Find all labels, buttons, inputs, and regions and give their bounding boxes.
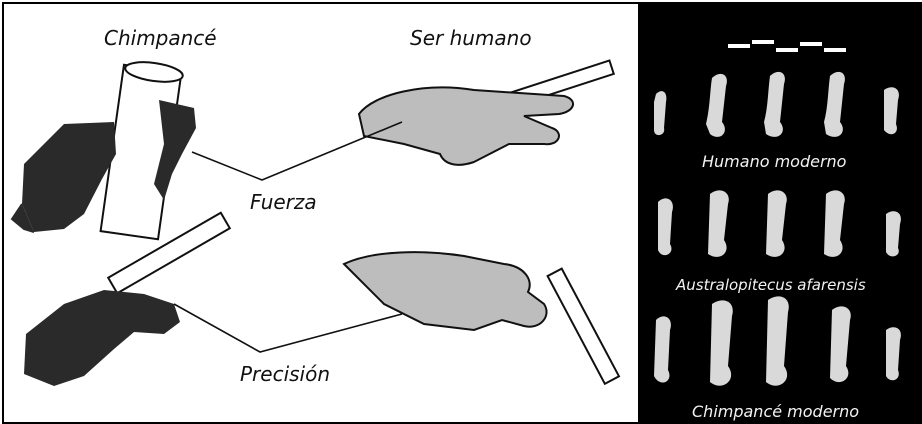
chimp-precision-grip-drawing bbox=[24, 213, 230, 386]
chimp-hand-precision bbox=[24, 290, 180, 386]
bones-row-australopitecus bbox=[658, 190, 901, 257]
bones-row-chimpance-moderno bbox=[654, 296, 901, 385]
label-humano-moderno: Humano moderno bbox=[702, 152, 846, 171]
label-precision: Precisión bbox=[240, 362, 330, 386]
bones-row-humano-moderno bbox=[654, 72, 899, 137]
label-australopitecus-afarensis: Australopitecus afarensis bbox=[676, 276, 866, 294]
bone-drawings bbox=[640, 4, 920, 422]
label-chimpance-moderno: Chimpancé moderno bbox=[692, 402, 859, 421]
label-ser-humano: Ser humano bbox=[410, 26, 532, 50]
precision-pointer-lines bbox=[174, 304, 402, 352]
scale-bar bbox=[728, 40, 846, 52]
human-hand-precision bbox=[344, 252, 547, 330]
label-chimpance: Chimpancé bbox=[104, 26, 217, 50]
label-fuerza: Fuerza bbox=[250, 190, 317, 214]
hand-drawings bbox=[4, 4, 640, 422]
diagonal-stick bbox=[548, 269, 619, 384]
hand-grip-illustration: Chimpancé Ser humano Fuerza Precisión bbox=[4, 4, 640, 422]
bone-comparison-photo: Humano moderno Australopitecus afarensis… bbox=[640, 4, 920, 422]
human-power-grip-drawing bbox=[359, 61, 614, 165]
chimp-power-grip-drawing bbox=[12, 59, 196, 239]
